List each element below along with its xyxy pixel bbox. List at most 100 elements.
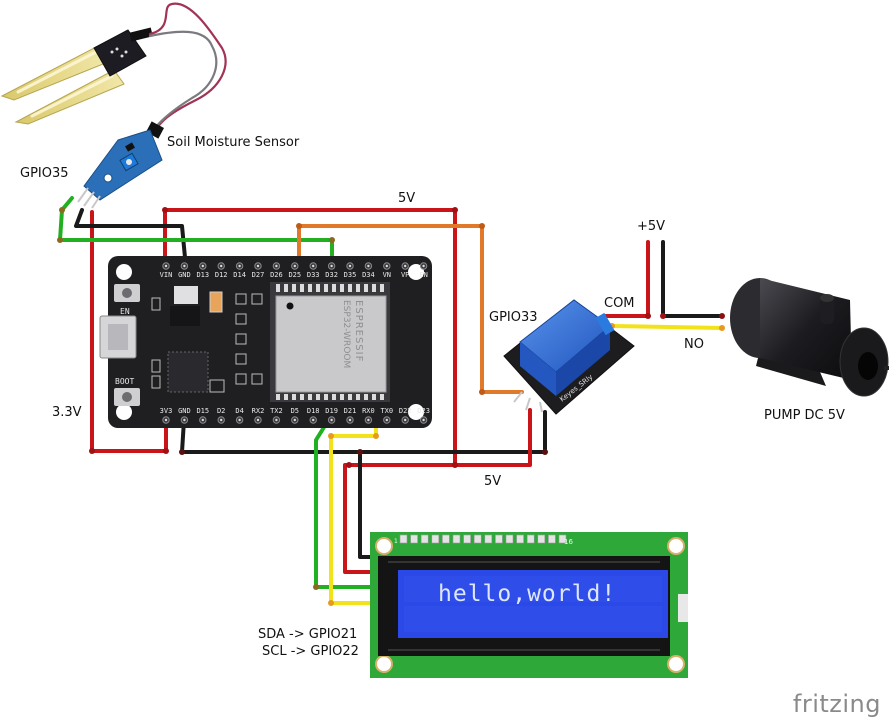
module-brand: ESPRESSIF <box>353 300 364 362</box>
pin-label-d33: D33 <box>307 271 320 279</box>
dc-pump <box>730 278 889 397</box>
lcd-header-pin <box>442 534 450 544</box>
gpio35-label: GPIO35 <box>20 166 69 181</box>
lcd-header-pin <box>548 534 556 544</box>
gpio33-label: GPIO33 <box>489 310 538 325</box>
pin-label-d4: D4 <box>235 407 243 415</box>
header-pin-dot <box>164 418 168 422</box>
no-label: NO <box>684 337 704 352</box>
lcd-header-pin <box>526 534 535 544</box>
lcd-header-pin <box>463 534 471 544</box>
sda-label: SDA -> GPIO21 <box>258 627 358 642</box>
lcd-header-pin <box>399 534 408 544</box>
header-pin-dot <box>183 418 186 422</box>
header-pin-dot <box>422 264 425 268</box>
pin-label-d5: D5 <box>291 407 299 415</box>
lcd-header-pin <box>431 534 440 544</box>
lcd-pin-1: 1 <box>394 538 398 545</box>
lcd-text: hello,world! <box>438 581 616 607</box>
pin-label-vp: VP <box>401 271 409 279</box>
header-pin-dot <box>348 264 352 268</box>
lcd-pin-header <box>399 534 567 544</box>
lcd-header-pin <box>452 534 461 544</box>
header-pin-dot <box>238 264 241 268</box>
wire-relay-vcc <box>347 408 532 467</box>
wire-pump-gnd <box>661 240 724 318</box>
scl-label: SCL -> GPIO22 <box>262 644 359 659</box>
lcd-header-pin <box>420 534 429 544</box>
pin-label-d34: D34 <box>362 271 375 279</box>
pin-label-d26: D26 <box>270 271 283 279</box>
soil-sensor-module <box>77 121 164 209</box>
pin-label-d14: D14 <box>233 271 246 279</box>
header-pin-dot <box>220 264 223 268</box>
pin-label-d15: D15 <box>196 407 209 415</box>
header-pin-dot <box>367 418 370 422</box>
header-pin-dot <box>164 264 168 268</box>
header-pin-dot <box>385 264 388 268</box>
header-pin-dot <box>256 418 260 422</box>
header-pin-dot <box>404 264 407 268</box>
header-pin-dot <box>293 264 296 268</box>
header-pin-dot <box>183 264 186 268</box>
lcd-header-pin <box>410 534 418 544</box>
header-pin-dot <box>367 264 370 268</box>
soil-moisture-probe <box>0 27 153 125</box>
wire-3v3-red <box>90 210 168 453</box>
header-pin-dot <box>348 418 352 422</box>
relay-module: Keyes_SRly <box>503 299 635 415</box>
boot-button-label: BOOT <box>115 377 134 386</box>
header-pin-dot <box>330 264 333 268</box>
pin-label-d27: D27 <box>252 271 265 279</box>
module-model: ESP32-WROOM <box>341 300 351 368</box>
pin-label-tx0: TX0 <box>380 407 393 415</box>
boot-button <box>114 388 140 406</box>
lcd-header-pin <box>484 534 493 544</box>
pin-label-d32: D32 <box>325 271 338 279</box>
lcd-header-pin <box>558 534 567 544</box>
header-pin-dot <box>385 418 388 422</box>
pin-label-d13: D13 <box>196 271 209 279</box>
header-pin-dot <box>275 264 278 268</box>
pin-label-d35: D35 <box>344 271 357 279</box>
pin-label-vn: VN <box>383 271 391 279</box>
lcd-header-pin <box>495 534 503 544</box>
wire-joints <box>57 207 725 606</box>
header-pin-dot <box>312 264 315 268</box>
header-pin-dot <box>220 418 223 422</box>
com-label: COM <box>604 296 635 311</box>
pin-label-vin: VIN <box>160 271 173 279</box>
header-pin-dot <box>404 418 407 422</box>
wire-no-yellow <box>610 324 724 330</box>
pin-label-d2: D2 <box>217 407 225 415</box>
header-pin-dot <box>201 264 204 268</box>
lcd-header-pin <box>516 534 524 544</box>
pump-label: PUMP DC 5V <box>764 408 845 423</box>
header-pin-dot <box>256 264 260 268</box>
v33-label: 3.3V <box>52 405 82 420</box>
usb-uart-chip <box>167 351 209 393</box>
en-button-label: EN <box>120 307 130 316</box>
lcd-header-pin <box>473 534 482 544</box>
header-pin-dot <box>312 418 315 422</box>
lcd-header-pin <box>505 534 514 544</box>
wire-gnd-bus <box>180 410 547 454</box>
pin-label-d18: D18 <box>307 407 320 415</box>
plus5v-label: +5V <box>637 219 666 234</box>
wire-sda-green <box>314 422 380 589</box>
pin-label-d25: D25 <box>288 271 301 279</box>
wire-sensor-gnd <box>74 208 188 270</box>
lcd-pin-16: 16 <box>564 538 573 546</box>
pin-label-d19: D19 <box>325 407 338 415</box>
header-pin-dot <box>422 418 425 422</box>
pin-label-d22: D22 <box>399 407 412 415</box>
soil-sensor-label: Soil Moisture Sensor <box>167 135 300 150</box>
pin-label-gnd: GND <box>178 407 191 415</box>
en-button <box>114 284 140 302</box>
sensor-jumper-cable <box>148 2 227 134</box>
lcd-1602-i2c: 1 16 hello,world! <box>370 532 688 678</box>
pin-label-d21: D21 <box>344 407 357 415</box>
